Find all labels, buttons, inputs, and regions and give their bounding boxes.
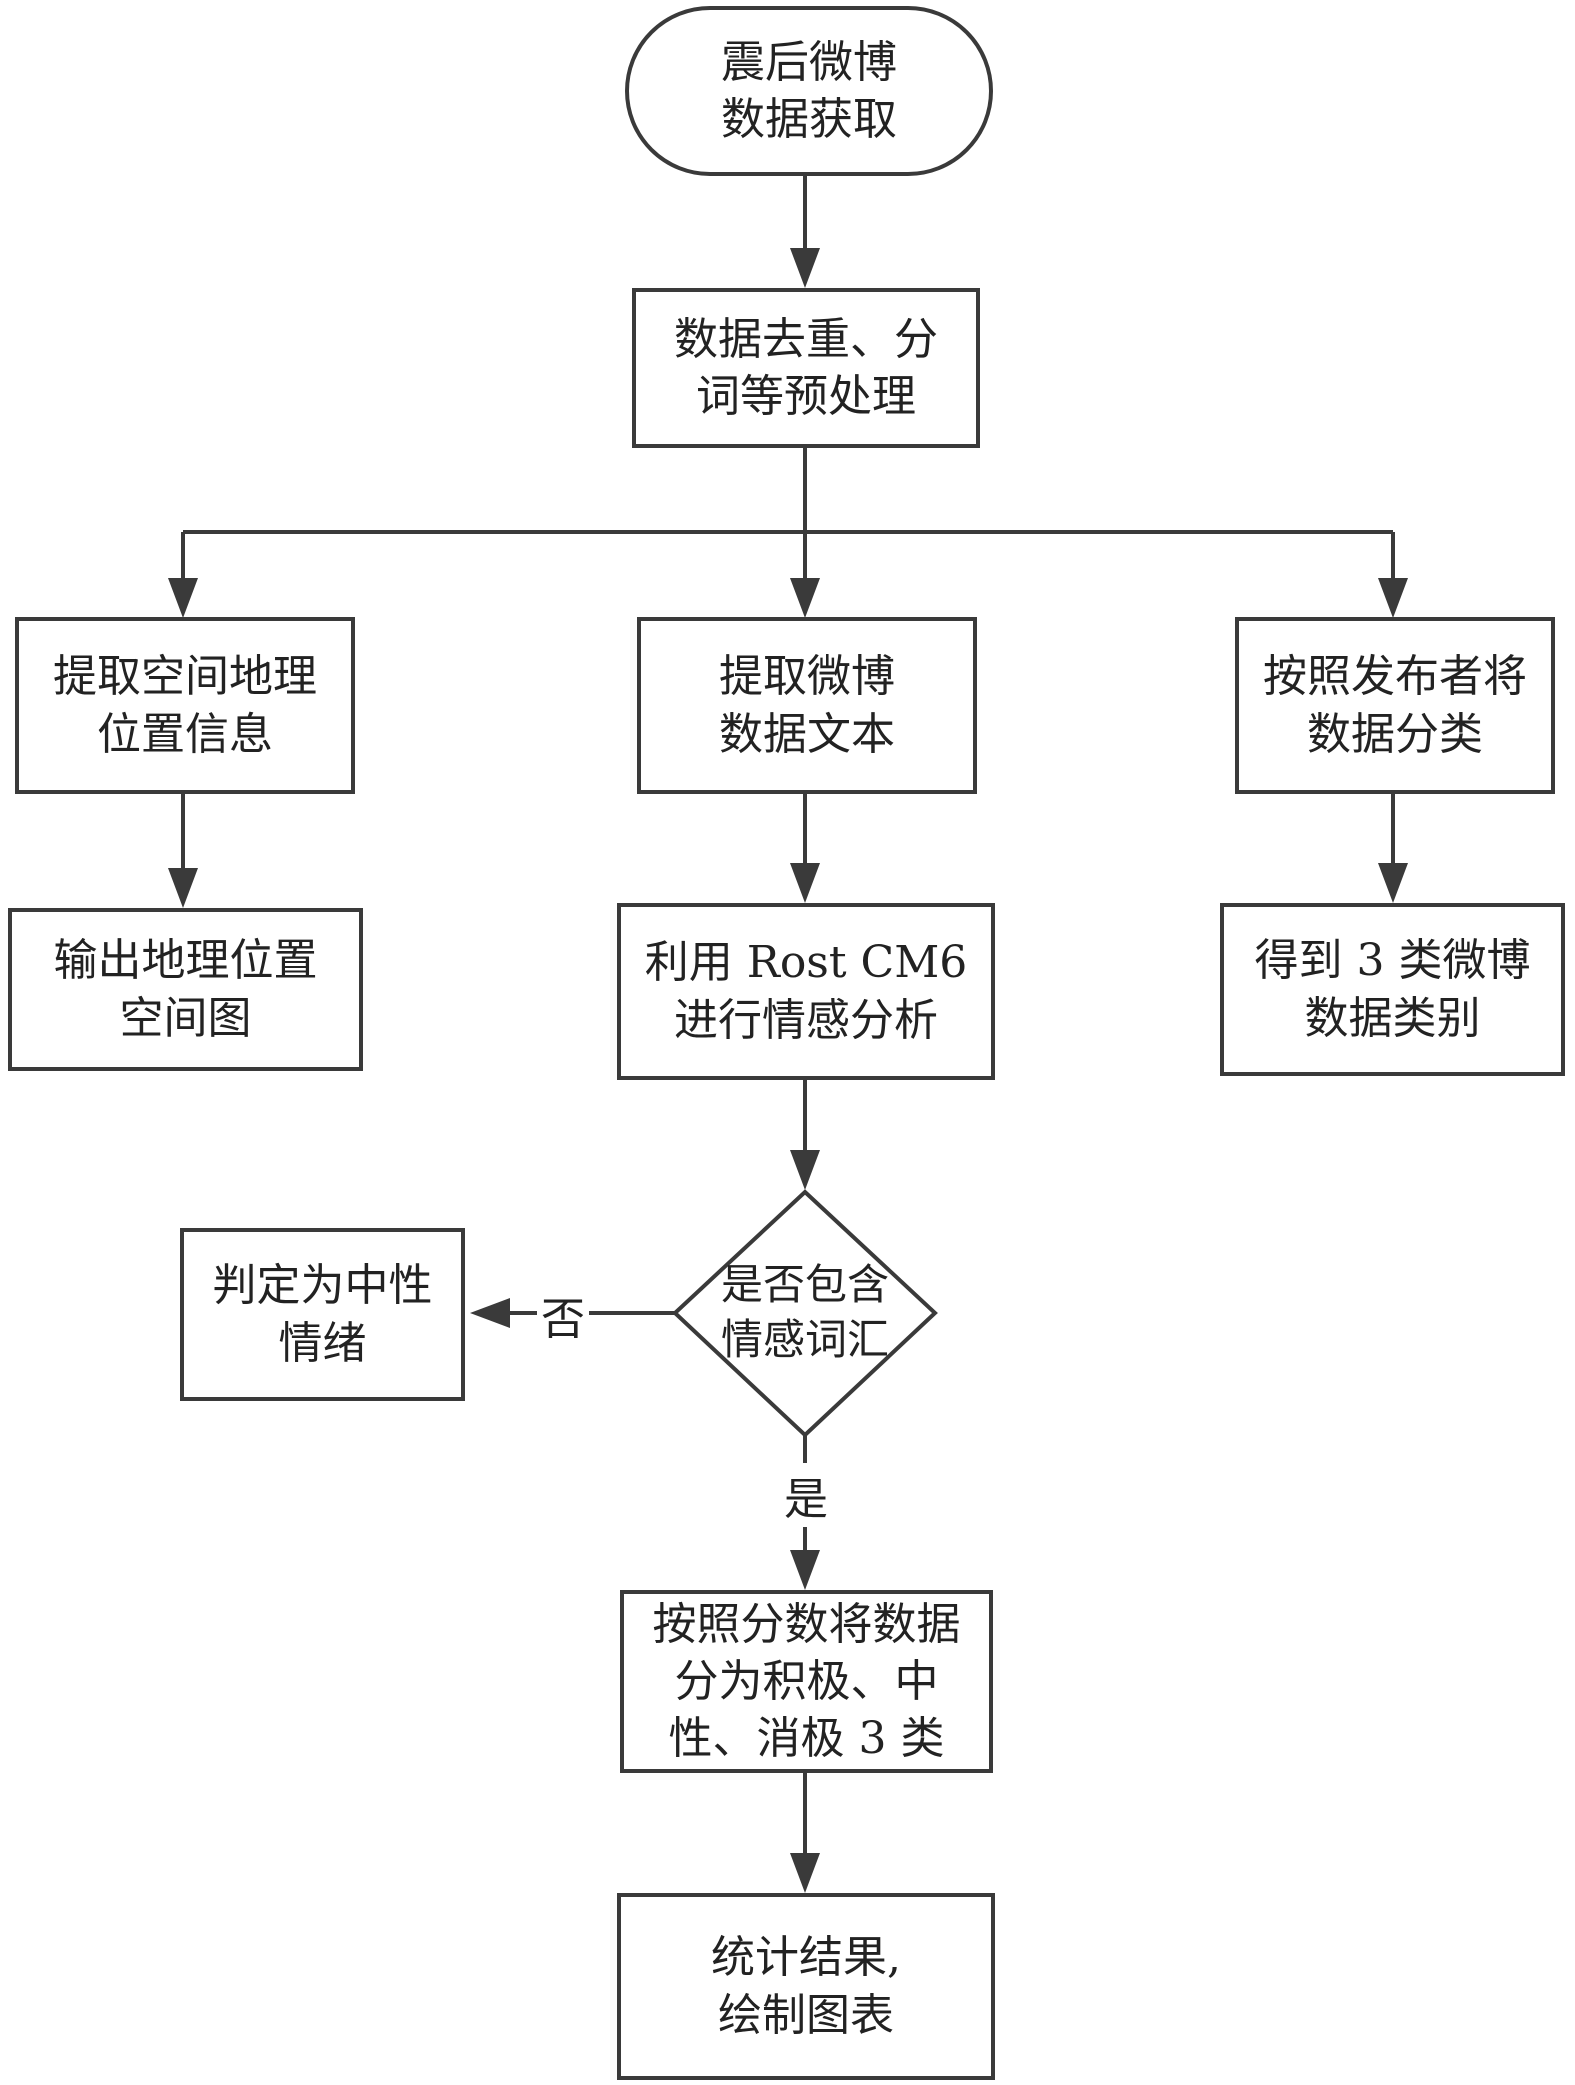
neutral-box: 判定为中性 情绪 xyxy=(180,1228,465,1401)
arrowhead-decision-to-score-split xyxy=(790,1550,820,1590)
classify-publisher-label: 按照发布者将 数据分类 xyxy=(1263,651,1527,760)
edge-label-yes: 是 xyxy=(780,1463,832,1527)
preprocess-box: 数据去重、分 词等预处理 xyxy=(632,288,980,448)
arrowhead-to-classify-publisher xyxy=(1378,578,1408,618)
three-categories-label: 得到 3 类微博 数据类别 xyxy=(1254,935,1531,1044)
output-map-label: 输出地理位置 空间图 xyxy=(53,935,318,1044)
arrowhead-location-to-map xyxy=(168,868,198,908)
decision-label: 是否包含 情感词汇 xyxy=(720,1260,889,1364)
three-categories-box: 得到 3 类微博 数据类别 xyxy=(1220,903,1565,1076)
extract-text-box: 提取微博 数据文本 xyxy=(637,617,977,794)
statistics-box: 统计结果, 绘制图表 xyxy=(617,1893,995,2080)
statistics-label: 统计结果, 绘制图表 xyxy=(711,1932,901,2041)
arrowhead-sentiment-to-decision xyxy=(790,1150,820,1190)
arrowhead-score-split-to-statistics xyxy=(790,1853,820,1893)
output-map-box: 输出地理位置 空间图 xyxy=(8,908,363,1071)
arrowhead-start-to-preprocess xyxy=(790,248,820,288)
classify-publisher-box: 按照发布者将 数据分类 xyxy=(1235,617,1555,794)
start-terminal: 震后微博 数据获取 xyxy=(625,6,993,176)
edge-label-no: 否 xyxy=(537,1283,589,1347)
arrowhead-decision-to-neutral xyxy=(470,1298,510,1328)
start-label: 震后微博 数据获取 xyxy=(721,36,897,145)
arrowhead-text-to-sentiment xyxy=(790,863,820,903)
sentiment-analysis-label: 利用 Rost CM6 进行情感分析 xyxy=(644,937,968,1046)
score-split-label: 按照分数将数据 分为积极、中 性、消极 3 类 xyxy=(652,1598,961,1765)
arrowhead-to-extract-text xyxy=(790,578,820,618)
extract-location-label: 提取空间地理 位置信息 xyxy=(53,651,317,760)
extract-location-box: 提取空间地理 位置信息 xyxy=(15,617,355,794)
score-split-box: 按照分数将数据 分为积极、中 性、消极 3 类 xyxy=(620,1590,993,1773)
arrowhead-publisher-to-categories xyxy=(1378,863,1408,903)
arrowhead-to-extract-location xyxy=(168,578,198,618)
neutral-label: 判定为中性 情绪 xyxy=(212,1260,433,1369)
preprocess-label: 数据去重、分 词等预处理 xyxy=(674,313,938,422)
sentiment-analysis-box: 利用 Rost CM6 进行情感分析 xyxy=(617,903,995,1080)
extract-text-label: 提取微博 数据文本 xyxy=(719,651,895,760)
